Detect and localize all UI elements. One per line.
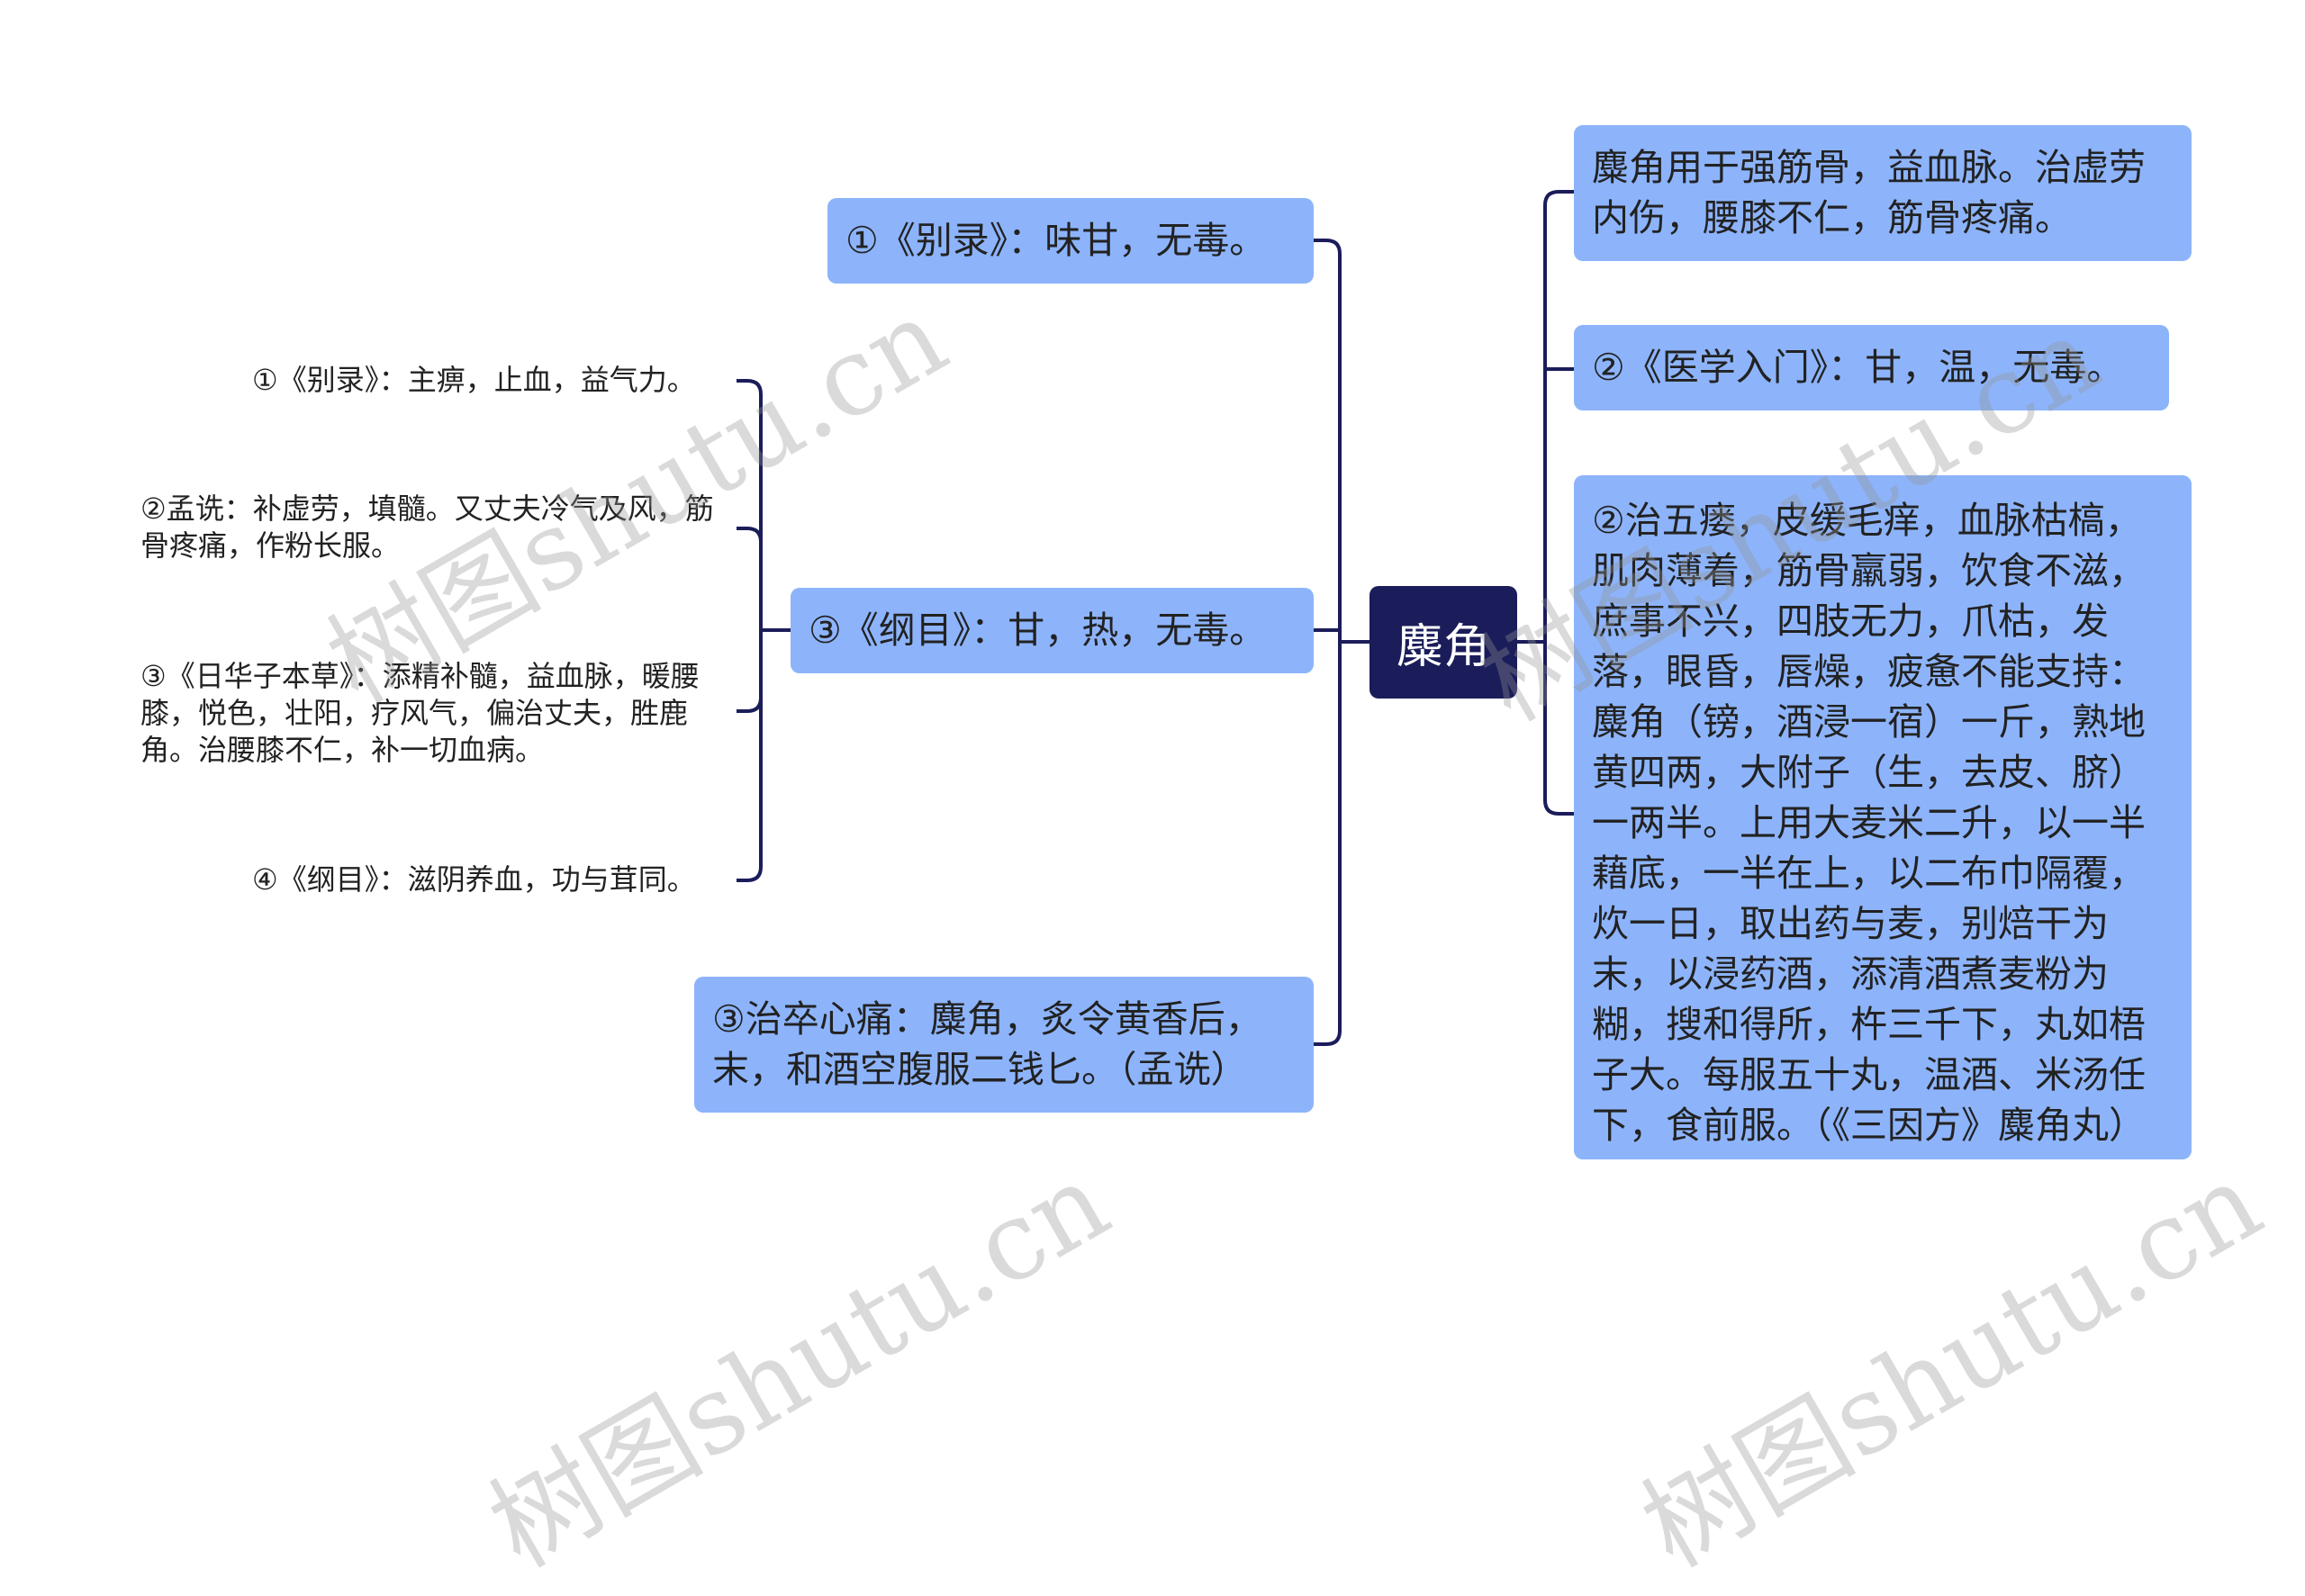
connector-lines	[737, 190, 1574, 1046]
node-text: ③治卒心痛：麋角，炙令黄香后，末，和酒空腹服二钱匕。（孟诜）	[712, 997, 1262, 1091]
left-node-3[interactable]: ③治卒心痛：麋角，炙令黄香后，末，和酒空腹服二钱匕。（孟诜）	[694, 977, 1314, 1113]
root-label: 麋角	[1396, 620, 1490, 674]
leaf-2[interactable]: ②孟诜：补虚劳，填髓。又丈夫冷气及风，筋骨疼痛，作粉长服。	[140, 491, 714, 563]
node-text: ②治五瘘，皮缓毛痒，血脉枯槁，肌肉薄着，筋骨羸弱，饮食不滋，庶事不兴，四肢无力，…	[1592, 499, 2146, 1147]
left-node-2[interactable]: ③《纲目》：甘，热，无毒。	[791, 588, 1314, 673]
right-node-2[interactable]: ②《医学入门》：甘，温，无毒。	[1574, 325, 2169, 410]
root-node[interactable]: 麋角	[1369, 586, 1517, 699]
node-text: ①《别录》：味甘，无毒。	[845, 219, 1267, 262]
leaf-4[interactable]: ④《纲目》：滋阴养血，功与茸同。	[252, 862, 696, 897]
node-text: 麋角用于强筋骨，益血脉。治虚劳内伤，腰膝不仁，筋骨疼痛。	[1592, 146, 2146, 239]
leaf-3[interactable]: ③《日华子本草》：添精补髓，益血脉，暖腰膝，悦色，壮阳，疗风气，偏治丈夫，胜鹿角…	[140, 659, 700, 767]
right-node-1[interactable]: 麋角用于强筋骨，益血脉。治虚劳内伤，腰膝不仁，筋骨疼痛。	[1574, 125, 2192, 261]
node-text: ②《医学入门》：甘，温，无毒。	[1592, 346, 2124, 389]
right-node-3[interactable]: ②治五瘘，皮缓毛痒，血脉枯槁，肌肉薄着，筋骨羸弱，饮食不滋，庶事不兴，四肢无力，…	[1574, 475, 2192, 1159]
leaf-1[interactable]: ①《别录》：主痹，止血，益气力。	[252, 363, 696, 397]
left-node-1[interactable]: ①《别录》：味甘，无毒。	[827, 198, 1314, 284]
node-text: ③《纲目》：甘，热，无毒。	[809, 609, 1267, 652]
